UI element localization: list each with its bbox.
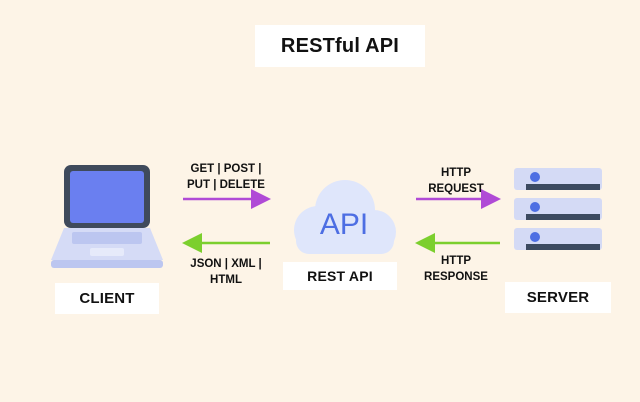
laptop-icon — [51, 165, 163, 268]
server-rack-icon — [514, 168, 602, 250]
server-to-api-label-line-2: RESPONSE — [424, 271, 488, 283]
client-to-api-label-line-2: PUT | DELETE — [187, 179, 265, 191]
rest-api-label: REST API — [283, 262, 397, 290]
client-to-api-label: GET | POST | PUT | DELETE — [181, 161, 271, 193]
api-to-client-label: JSON | XML | HTML — [181, 256, 271, 288]
api-to-server-label-line-1: HTTP — [440, 167, 472, 179]
diagram-title: RESTful API — [255, 25, 425, 67]
client-to-api-label-line-1: GET | POST | — [190, 163, 262, 175]
api-to-server-label: HTTP REQUEST — [416, 165, 496, 197]
api-to-client-label-line-2: HTML — [210, 274, 242, 286]
api-cloud-label: API — [320, 208, 368, 241]
server-to-api-label-line-1: HTTP — [440, 255, 472, 267]
server-label: SERVER — [505, 282, 611, 313]
api-to-client-label-line-1: JSON | XML | — [190, 258, 262, 270]
server-to-api-label: HTTP RESPONSE — [416, 253, 496, 285]
api-cloud-icon: API — [294, 180, 396, 254]
api-to-server-label-line-2: REQUEST — [428, 183, 484, 195]
client-label: CLIENT — [55, 283, 159, 314]
